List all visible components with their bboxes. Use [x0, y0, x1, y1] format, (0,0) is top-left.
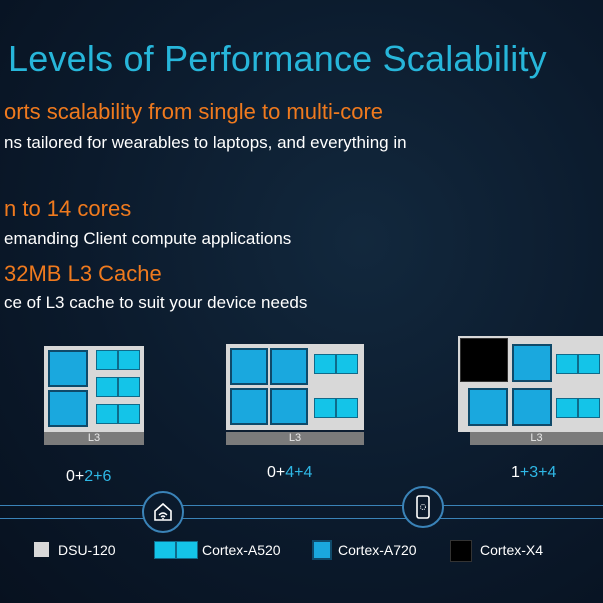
bullet-2-heading: n to 14 cores	[4, 196, 132, 221]
home-wifi-icon	[142, 491, 184, 533]
legend-swatch-cortex-a720	[312, 540, 332, 560]
page-title: Levels of Performance Scalability	[8, 38, 547, 79]
legend-swatch-cortex-a520	[154, 541, 198, 559]
a720-core	[468, 388, 508, 426]
a520-core-pair	[314, 398, 358, 418]
legend-label-cortex-a520: Cortex-A520	[202, 542, 281, 558]
legend-swatch-dsu-120	[34, 542, 49, 557]
l3-cache-bar: L3	[470, 432, 603, 445]
bullet-3-text: ce of L3 cache to suit your device needs	[4, 293, 308, 312]
a520-core-pair	[96, 350, 140, 370]
bullet-2-text: emanding Client compute applications	[4, 229, 292, 248]
x4-core	[460, 338, 508, 382]
smartphone-icon	[402, 486, 444, 528]
a720-core	[48, 390, 88, 427]
config-3-label: 1+3+4	[511, 464, 557, 481]
config-2-label: 0+4+4	[267, 464, 313, 481]
cluster-config-1	[44, 346, 144, 432]
bullet-1-heading: orts scalability from single to multi-co…	[4, 99, 384, 124]
a720-core	[230, 348, 268, 385]
a720-core	[48, 350, 88, 387]
a720-core	[270, 388, 308, 425]
a520-core-pair	[556, 354, 600, 374]
cluster-config-2	[226, 344, 364, 430]
l3-cache-bar: L3	[44, 432, 144, 445]
device-range-line	[0, 505, 603, 519]
legend-label-dsu-120: DSU-120	[58, 542, 116, 558]
cluster-config-3	[458, 336, 603, 432]
bullet-1-text: ns tailored for wearables to laptops, an…	[4, 133, 407, 152]
config-1-label: 0+2+6	[66, 468, 112, 485]
a720-core	[230, 388, 268, 425]
legend-label-cortex-x4: Cortex-X4	[480, 542, 544, 558]
l3-cache-bar: L3	[226, 432, 364, 445]
a520-core-pair	[314, 354, 358, 374]
legend-label-cortex-a720: Cortex-A720	[338, 542, 417, 558]
a720-core	[512, 344, 552, 382]
a520-core-pair	[96, 377, 140, 397]
a720-core	[512, 388, 552, 426]
a520-core-pair	[96, 404, 140, 424]
a520-core-pair	[556, 398, 600, 418]
bullet-3-heading: 32MB L3 Cache	[4, 261, 162, 286]
legend-swatch-cortex-x4	[450, 540, 472, 562]
a720-core	[270, 348, 308, 385]
